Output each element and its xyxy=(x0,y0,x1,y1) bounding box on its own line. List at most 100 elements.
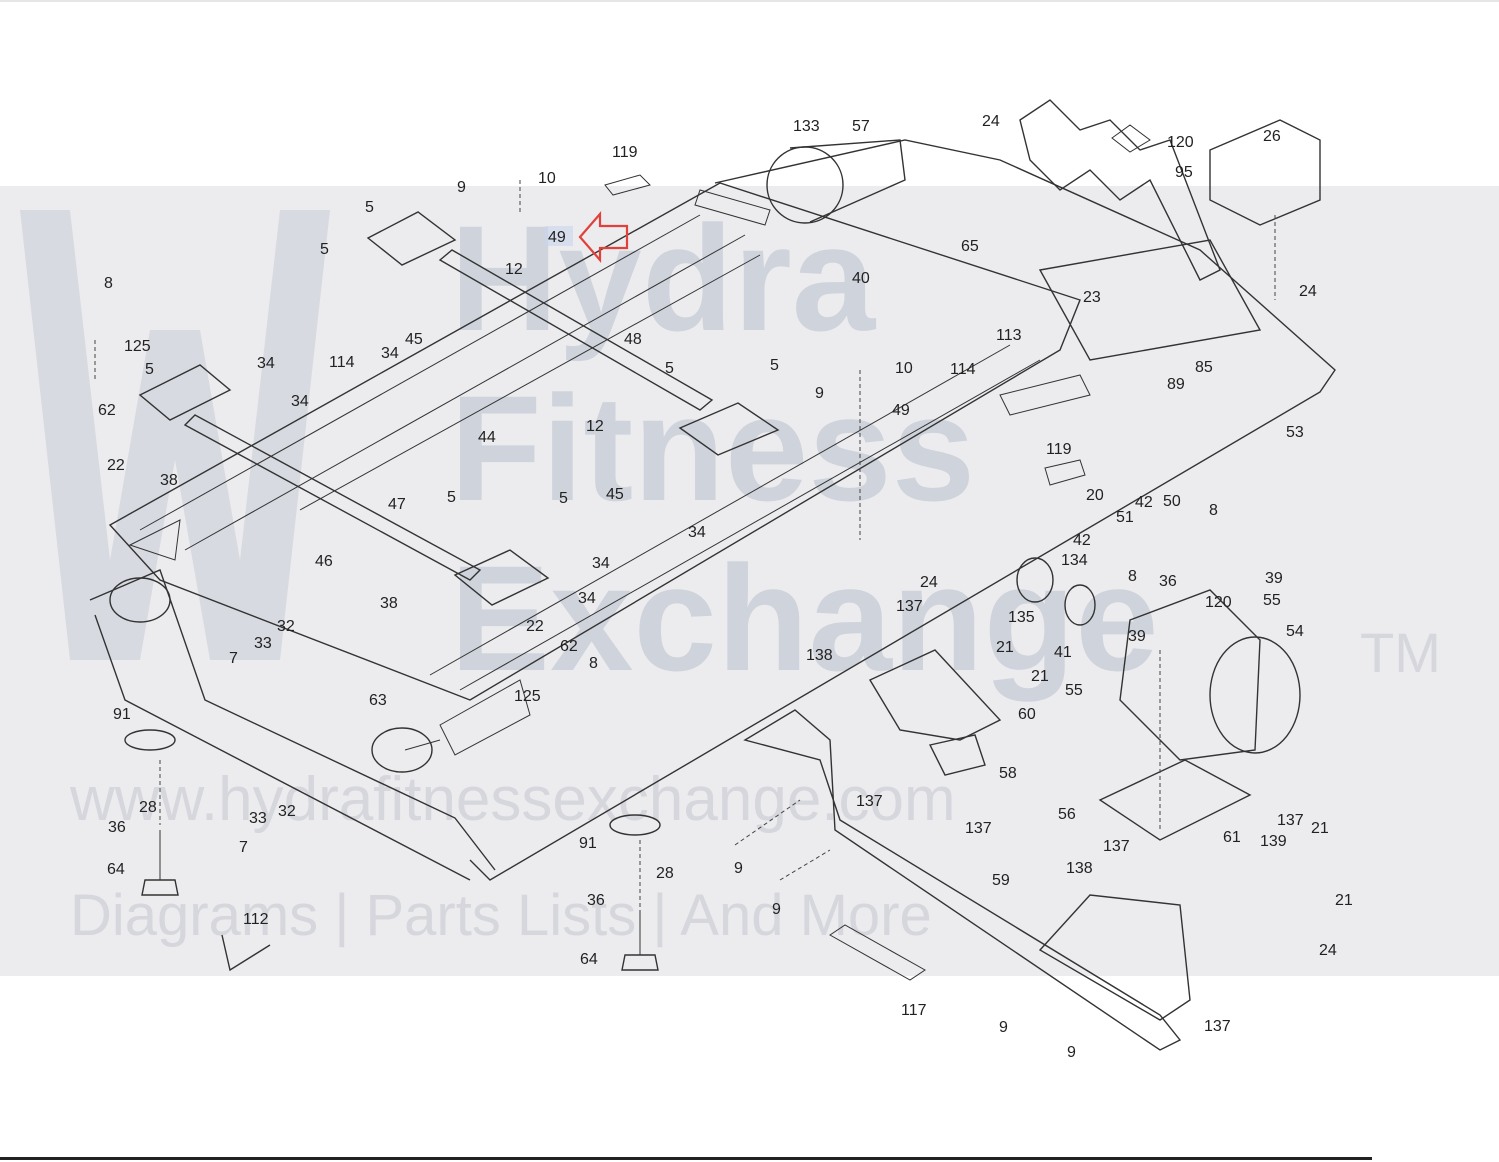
callout-label: 89 xyxy=(1167,376,1185,393)
motor-54 xyxy=(1209,636,1301,754)
callout-label: 45 xyxy=(405,331,423,348)
callout-label: 12 xyxy=(586,418,604,435)
callout-label: 9 xyxy=(815,385,824,402)
callout-label: 26 xyxy=(1263,128,1281,145)
callout-label: 10 xyxy=(895,360,913,377)
callout-label: 112 xyxy=(243,911,269,928)
deck-panel xyxy=(108,182,1081,701)
deck-end-cap-left xyxy=(128,519,181,561)
watermark-word-2: Fitness xyxy=(450,364,975,532)
shield-58 xyxy=(928,734,986,776)
callout-label: 8 xyxy=(104,275,113,292)
callout-label: 38 xyxy=(160,472,178,489)
deck-end-cap-side xyxy=(999,374,1091,416)
callout-label: 34 xyxy=(291,393,309,410)
foot-64-left xyxy=(141,879,179,896)
callout-label: 137 xyxy=(1103,838,1130,855)
watermark-band xyxy=(0,186,1499,976)
assembly-line xyxy=(734,799,801,846)
callout-label: 62 xyxy=(98,402,116,419)
callout-label: 21 xyxy=(1311,820,1329,837)
callout-label: 28 xyxy=(656,865,674,882)
callout-label: 7 xyxy=(229,650,238,667)
lower-frame-beam xyxy=(89,569,496,871)
callout-label: 91 xyxy=(579,835,597,852)
callout-label: 8 xyxy=(589,655,598,672)
crossbar-48 xyxy=(438,249,714,411)
callout-label-highlighted: 49 xyxy=(548,229,566,246)
callout-label: 125 xyxy=(514,688,541,705)
deck-end-cap-rear xyxy=(694,189,771,226)
hood-end-cap xyxy=(1038,894,1191,1021)
callout-label: 64 xyxy=(580,951,598,968)
roller-front-axle xyxy=(404,739,441,751)
watermark-trademark: TM xyxy=(1360,621,1441,684)
bracket-top xyxy=(366,211,457,266)
callout-label: 47 xyxy=(388,496,406,513)
callout-label: 64 xyxy=(107,861,125,878)
callout-label: 40 xyxy=(852,270,870,287)
strip-117 xyxy=(829,924,926,981)
callout-label: 21 xyxy=(1335,892,1353,909)
callout-label: 7 xyxy=(239,839,248,856)
callout-label: 114 xyxy=(329,354,355,371)
callout-label: 38 xyxy=(380,595,398,612)
crossbar-47 xyxy=(183,414,482,581)
callout-label: 138 xyxy=(806,647,833,664)
watermark-word-1: Hydra xyxy=(450,194,877,362)
callout-label: 114 xyxy=(950,361,976,378)
deck-end-cap-front xyxy=(439,679,531,756)
callout-label: 33 xyxy=(249,810,267,827)
callout-label: 41 xyxy=(1054,644,1072,661)
callout-label: 55 xyxy=(1263,592,1281,609)
callout-label: 9 xyxy=(734,860,743,877)
callout-label: 59 xyxy=(992,872,1010,889)
watermark-logo-icon xyxy=(20,210,330,660)
callout-label: 50 xyxy=(1163,493,1181,510)
callout-label: 91 xyxy=(113,706,131,723)
callout-label: 54 xyxy=(1286,623,1304,640)
callout-label: 61 xyxy=(1223,829,1241,846)
callout-label: 119 xyxy=(612,144,638,161)
highlight-box xyxy=(545,226,573,246)
motor-body xyxy=(1119,589,1261,761)
callout-label: 23 xyxy=(1083,289,1101,306)
callout-label: 5 xyxy=(559,490,568,507)
deck-line-1 xyxy=(139,214,701,531)
callout-label: 24 xyxy=(1299,283,1317,300)
callout-label: 39 xyxy=(1265,570,1283,587)
callout-label: 44 xyxy=(478,429,496,446)
watermark: Hydra Fitness Exchange TM www.hydrafitne… xyxy=(20,194,1441,948)
callout-label: 63 xyxy=(369,692,387,709)
callout-label: 5 xyxy=(665,360,674,377)
bottom-border xyxy=(0,1157,1372,1160)
callout-label: 28 xyxy=(139,799,157,816)
lower-frame-beam-inner xyxy=(94,614,471,881)
callout-label: 5 xyxy=(447,489,456,506)
bracket-mid xyxy=(678,402,780,456)
callout-label: 8 xyxy=(1128,568,1137,585)
callout-label: 32 xyxy=(278,803,296,820)
callout-label: 34 xyxy=(578,590,596,607)
callout-label: 62 xyxy=(560,638,578,655)
callout-label: 49 xyxy=(892,402,910,419)
top-border xyxy=(0,0,1499,2)
callout-label: 125 xyxy=(124,338,151,355)
callout-label: 42 xyxy=(1073,532,1091,549)
callout-label: 9 xyxy=(1067,1044,1076,1061)
deck-line-5 xyxy=(429,344,1011,676)
callout-label: 133 xyxy=(793,118,820,135)
callout-label: 57 xyxy=(852,118,870,135)
callout-label: 95 xyxy=(1175,164,1193,181)
plate-120 xyxy=(1111,124,1151,153)
callout-label: 58 xyxy=(999,765,1017,782)
roller-rear xyxy=(109,577,171,623)
callout-label: 53 xyxy=(1286,424,1304,441)
callout-label: 137 xyxy=(965,820,992,837)
sticker-119-mid xyxy=(1044,459,1086,486)
callout-label: 85 xyxy=(1195,359,1213,376)
callout-label: 32 xyxy=(277,618,295,635)
deck-line-4 xyxy=(459,359,1041,691)
callout-label: 65 xyxy=(961,238,979,255)
